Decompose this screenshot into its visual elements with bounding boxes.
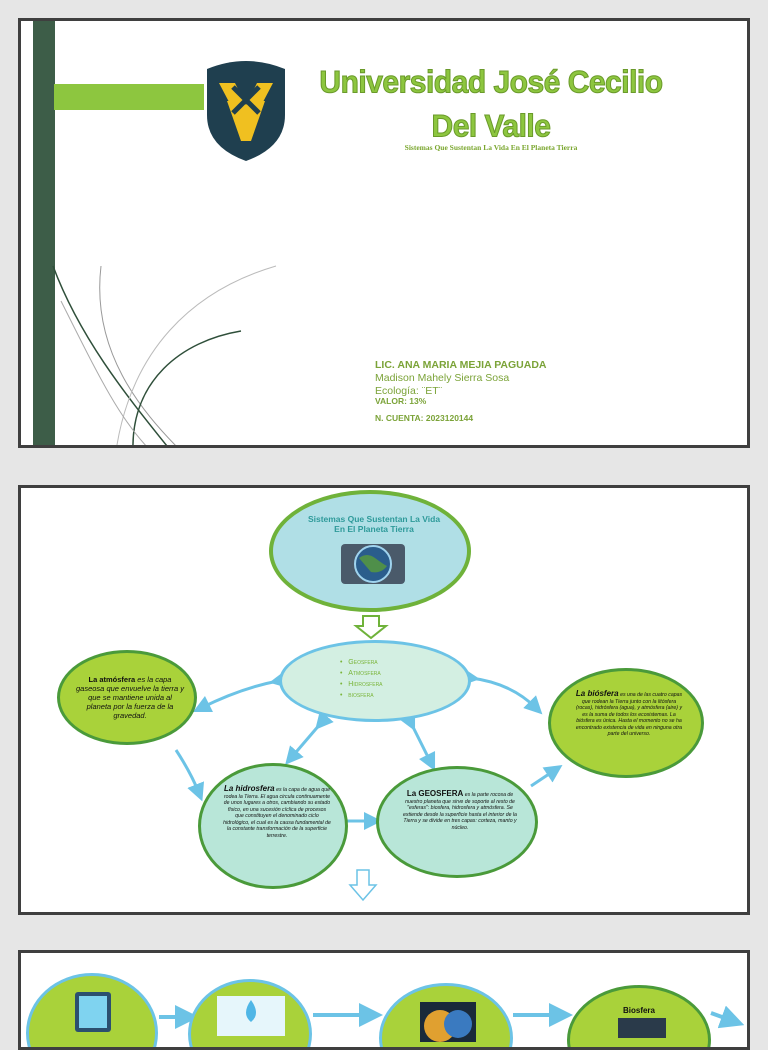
center-item-atmosfera: • Atmosfera	[340, 668, 383, 679]
student-name: Madison Mahely Sierra Sosa	[375, 372, 509, 384]
center-item-biosfera: • biosfera	[340, 690, 383, 701]
hidrosfera-text: es la capa de agua que rodea la Tierra. …	[223, 787, 331, 839]
concept-map-page: Sistemas Que Sustentan La Vida En El Pla…	[18, 485, 750, 915]
center-spheres-ellipse: • Geosfera • Atmosfera • Hidrosfera • bi…	[279, 640, 471, 722]
atmosfera-ellipse: La atmósfera es la capa gaseosa que envu…	[57, 650, 197, 745]
biosphere-icon	[618, 1018, 666, 1038]
biosfera-ellipse: La biósfera es una de las cuatro capas q…	[548, 668, 704, 778]
map-title-ellipse: Sistemas Que Sustentan La Vida En El Pla…	[269, 490, 471, 612]
geosfera-heading: La GEOSFERA	[407, 789, 463, 798]
phone-icon	[69, 992, 117, 1032]
professor-name: LIC. ANA MARIA MEJIA PAGUADA	[375, 359, 547, 371]
cover-subtitle: Sistemas Que Sustentan La Vida En El Pla…	[311, 143, 671, 152]
water-icon	[217, 996, 285, 1036]
account-number: N. CUENTA: 2023120144	[375, 412, 473, 424]
earth-layers-icon	[420, 1002, 476, 1042]
university-shield-icon	[203, 57, 289, 163]
geosfera-text: es la parte rocosa de nuestro planeta qu…	[403, 792, 517, 831]
biosfera-heading: La biósfera	[576, 689, 619, 698]
geosfera-ellipse: La GEOSFERA es la parte rocosa de nuestr…	[376, 766, 538, 878]
value-label: VALOR: 13%	[375, 395, 426, 407]
map-title: Sistemas Que Sustentan La Vida En El Pla…	[303, 514, 445, 534]
hidrosfera-heading: La hidrosfera	[224, 784, 275, 793]
flow-page: Biosfera	[18, 950, 750, 1050]
cover-page: Universidad José Cecilio Del Valle Siste…	[18, 18, 750, 448]
university-title-line1: Universidad José Cecilio	[311, 60, 671, 106]
biosfera-text: es una de las cuatro capas que rodean la…	[576, 692, 682, 737]
earth-globe-icon	[341, 544, 405, 584]
center-item-geosfera: • Geosfera	[340, 657, 383, 668]
center-item-hidrosfera: • Hidrosfera	[340, 679, 383, 690]
atmosfera-heading: La atmósfera	[89, 675, 136, 684]
hidrosfera-ellipse: La hidrosfera es la capa de agua que rod…	[198, 763, 348, 889]
flow-node-4-label: Biosfera	[570, 1006, 708, 1015]
